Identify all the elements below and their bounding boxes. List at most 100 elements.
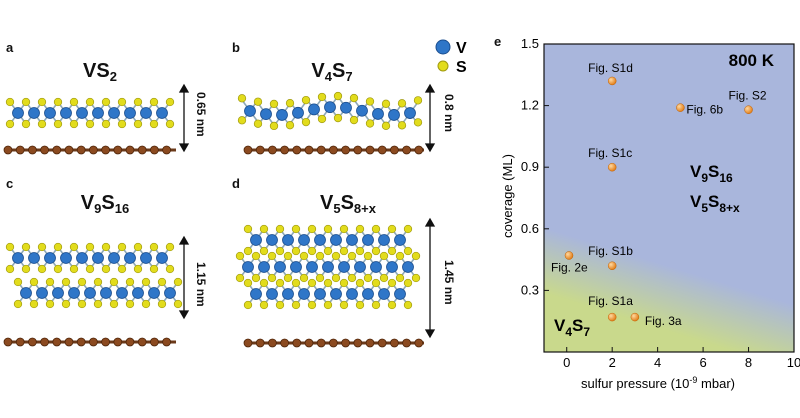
s-atom xyxy=(363,251,373,261)
v-atom xyxy=(394,234,406,246)
substrate-atom xyxy=(15,145,25,155)
s-atom xyxy=(133,264,143,274)
x-tick-label: 10 xyxy=(787,355,800,370)
substrate-atom xyxy=(125,145,135,155)
s-atom xyxy=(259,300,269,310)
legend-s-atom xyxy=(437,60,449,72)
s-atom xyxy=(45,299,55,309)
substrate-atom xyxy=(15,337,25,347)
substrate-atom xyxy=(402,338,412,348)
s-atom xyxy=(323,224,333,234)
s-atom xyxy=(371,278,381,288)
s-atom xyxy=(5,242,15,252)
legend-v-label: V xyxy=(456,40,467,57)
s-atom xyxy=(381,121,391,130)
v-atom xyxy=(60,252,72,264)
s-atom xyxy=(283,251,293,261)
substrate-atom xyxy=(149,337,159,347)
v-atom xyxy=(388,109,400,121)
v-atom xyxy=(250,288,262,300)
v-atom xyxy=(298,288,310,300)
s-atom xyxy=(317,92,327,102)
s-atom xyxy=(29,299,39,309)
v-atom xyxy=(124,107,136,119)
substrate-atom xyxy=(304,338,314,348)
y-tick-label: 0.6 xyxy=(521,221,539,236)
s-atom xyxy=(101,242,111,252)
s-atom xyxy=(85,242,95,252)
v-atom xyxy=(258,261,270,273)
v-atom xyxy=(140,252,152,264)
v-atom xyxy=(306,261,318,273)
s-atom xyxy=(411,251,421,261)
s-atom xyxy=(109,277,119,287)
s-atom xyxy=(387,278,397,288)
data-point-label: Fig. S1a xyxy=(588,294,633,308)
s-atom xyxy=(339,278,349,288)
s-atom xyxy=(331,273,341,283)
v-atom xyxy=(28,107,40,119)
s-atom xyxy=(365,119,375,128)
s-atom xyxy=(21,97,31,107)
s-atom xyxy=(395,251,405,261)
s-atom xyxy=(77,299,87,309)
s-atom xyxy=(285,99,295,108)
s-atom xyxy=(53,97,63,107)
v-atom xyxy=(346,288,358,300)
s-atom xyxy=(275,278,285,288)
s-atom xyxy=(149,242,159,252)
v-atom xyxy=(92,252,104,264)
v-atom xyxy=(402,261,414,273)
s-atom xyxy=(307,224,317,234)
s-atom xyxy=(133,119,143,129)
s-atom xyxy=(125,277,135,287)
substrate-atom xyxy=(101,337,110,347)
s-atom xyxy=(253,97,263,106)
s-atom xyxy=(381,99,391,108)
s-atom xyxy=(53,119,63,129)
substrate-atom xyxy=(316,145,326,155)
panel-e-letter: e xyxy=(494,34,502,49)
substrate-atom xyxy=(316,338,326,348)
substrate-atom xyxy=(292,145,302,155)
s-atom xyxy=(93,299,103,309)
v-atom xyxy=(340,101,352,114)
s-atom xyxy=(291,224,301,234)
s-atom xyxy=(315,251,325,261)
s-atom xyxy=(251,251,261,261)
substrate-atom xyxy=(365,338,375,348)
s-atom xyxy=(141,299,151,309)
s-atom xyxy=(349,93,359,103)
s-atom xyxy=(355,224,365,234)
substrate-atom xyxy=(267,338,277,348)
y-tick-label: 1.2 xyxy=(521,98,539,113)
data-point xyxy=(607,261,617,271)
s-atom xyxy=(13,299,23,309)
substrate-atom xyxy=(353,338,363,348)
s-atom xyxy=(37,242,47,252)
structure-models: V S xyxy=(3,39,467,348)
s-atom xyxy=(133,97,143,107)
v-atom xyxy=(84,287,96,299)
s-atom xyxy=(371,224,381,234)
s-atom xyxy=(69,97,79,107)
v-atom xyxy=(276,109,288,121)
v-atom xyxy=(330,288,342,300)
substrate-atom xyxy=(280,338,290,348)
s-atom xyxy=(117,264,127,274)
s-atom xyxy=(85,119,95,129)
s-atom xyxy=(149,119,159,129)
s-atom xyxy=(149,264,159,274)
s-atom xyxy=(243,278,253,288)
v-atom xyxy=(308,103,320,116)
s-atom xyxy=(347,251,357,261)
v-atom xyxy=(242,261,254,273)
s-atom xyxy=(5,264,15,274)
s-atom xyxy=(355,278,365,288)
s-atom xyxy=(165,264,175,274)
s-atom xyxy=(133,242,143,252)
panel-b-letter: b xyxy=(232,40,240,55)
title-vs2: VS2 xyxy=(83,60,117,84)
data-point-label: Fig. S1c xyxy=(588,146,632,160)
s-atom xyxy=(267,251,277,261)
